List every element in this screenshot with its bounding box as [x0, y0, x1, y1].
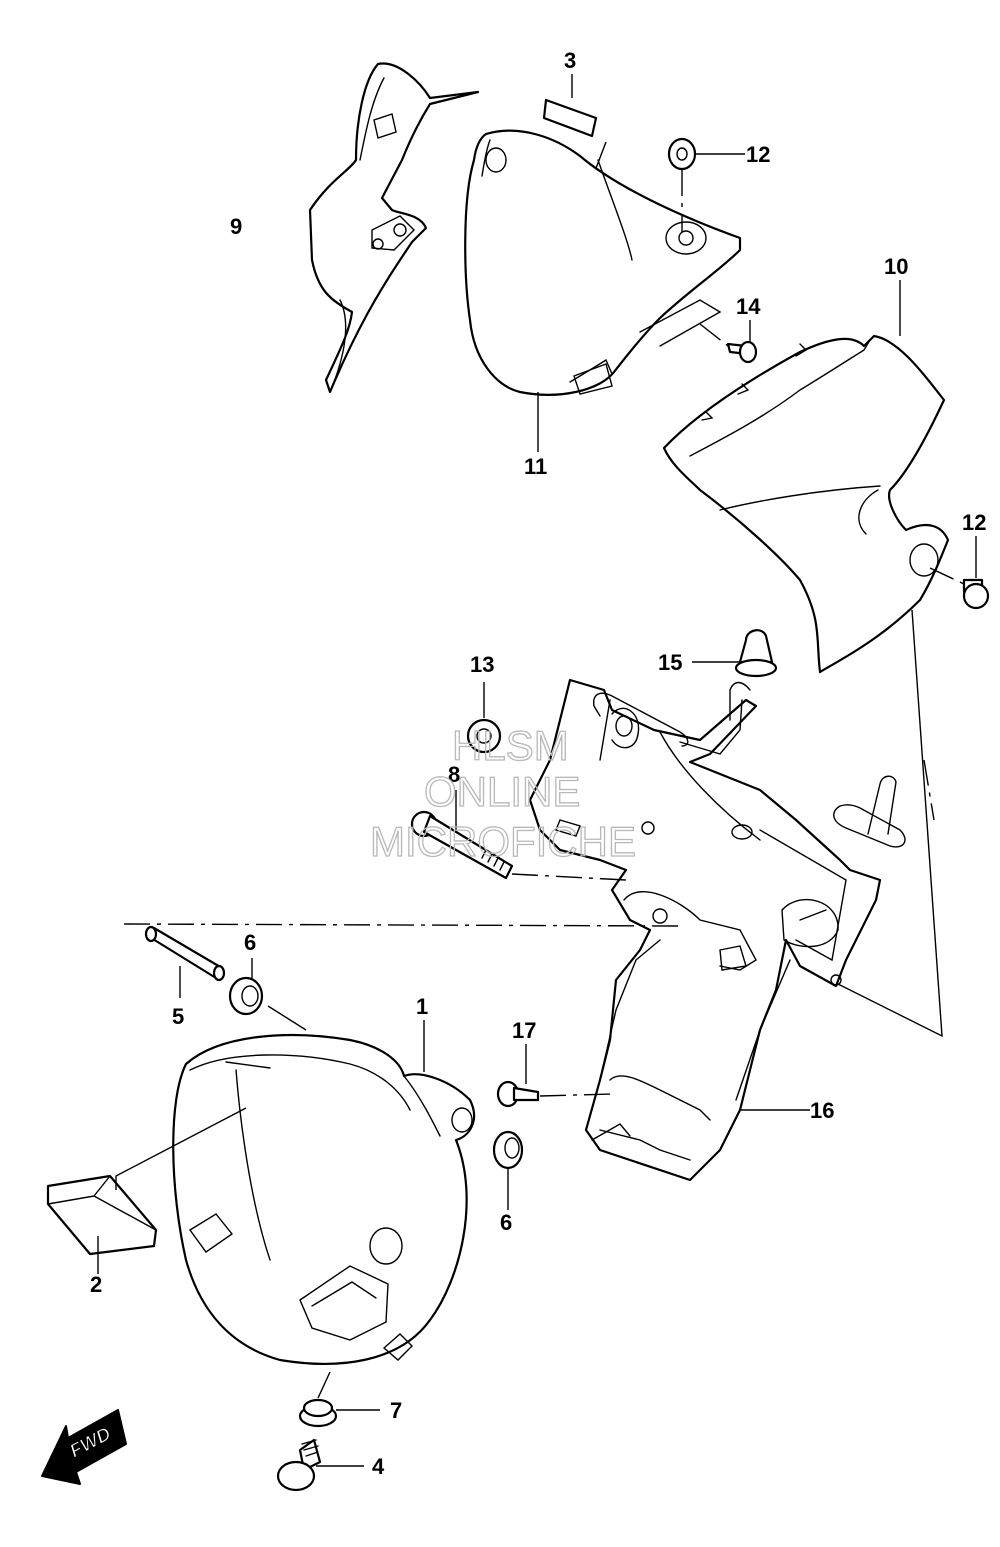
watermark-line-1: HLSM	[452, 722, 569, 769]
callout-12-top: 12	[746, 142, 770, 167]
part-9-side-trim[interactable]	[308, 62, 480, 394]
part-10-side-cowl[interactable]	[662, 280, 950, 674]
reference-line	[123, 923, 681, 927]
part-2-pad[interactable]	[46, 1107, 247, 1274]
part-12-grommet-top[interactable]	[667, 137, 745, 232]
callout-8: 8	[448, 762, 460, 787]
part-1-headlight-housing[interactable]	[172, 1020, 476, 1365]
part-12-screw-right[interactable]	[929, 536, 990, 610]
part-14-screw[interactable]	[699, 320, 758, 364]
callout-12-right: 12	[962, 510, 986, 535]
fwd-arrow-icon	[41, 1409, 127, 1485]
part-7-grommet[interactable]	[298, 1371, 380, 1428]
part-4-bolt[interactable]	[276, 1438, 364, 1492]
part-17-bolt[interactable]	[496, 1044, 613, 1108]
callout-6-lower: 6	[500, 1210, 512, 1235]
callout-16: 16	[810, 1098, 834, 1123]
callout-1: 1	[416, 994, 428, 1019]
watermark-line-3: MICROFICHE	[370, 818, 636, 865]
watermark: HLSM ONLINE MICROFICHE	[369, 721, 636, 865]
part-6-grommet-lower[interactable]	[492, 1130, 524, 1210]
callout-15: 15	[658, 650, 682, 675]
part-11-headlight-cover[interactable]	[464, 129, 742, 452]
callout-5: 5	[172, 1004, 184, 1029]
callout-17: 17	[512, 1018, 536, 1043]
callout-13: 13	[470, 652, 494, 677]
callout-10: 10	[884, 254, 908, 279]
part-13-nut[interactable]	[466, 682, 502, 754]
reference-line-dash	[923, 759, 935, 821]
part-5-collar[interactable]	[144, 925, 226, 998]
callout-2: 2	[90, 1272, 102, 1297]
part-6-grommet-top[interactable]	[228, 958, 307, 1031]
part-16-bracket[interactable]	[528, 678, 906, 1182]
callout-4: 4	[372, 1454, 385, 1479]
callout-9: 9	[230, 214, 242, 239]
part-3-pad[interactable]	[542, 74, 607, 185]
reference-line-right	[837, 609, 943, 1038]
watermark-line-2: ONLINE	[424, 768, 580, 815]
callout-labels: 3 12 9 10 14 11 12 13 15 8 6 1 5 17 16 6…	[90, 48, 986, 1479]
callout-14: 14	[736, 294, 761, 319]
callout-11: 11	[524, 454, 547, 479]
part-15-clip[interactable]	[692, 629, 778, 678]
callout-6-top: 6	[244, 930, 256, 955]
fwd-direction-badge: FWD	[41, 1409, 127, 1485]
callout-3: 3	[564, 48, 576, 73]
callout-7: 7	[390, 1398, 402, 1423]
part-8-bolt[interactable]	[410, 790, 627, 881]
